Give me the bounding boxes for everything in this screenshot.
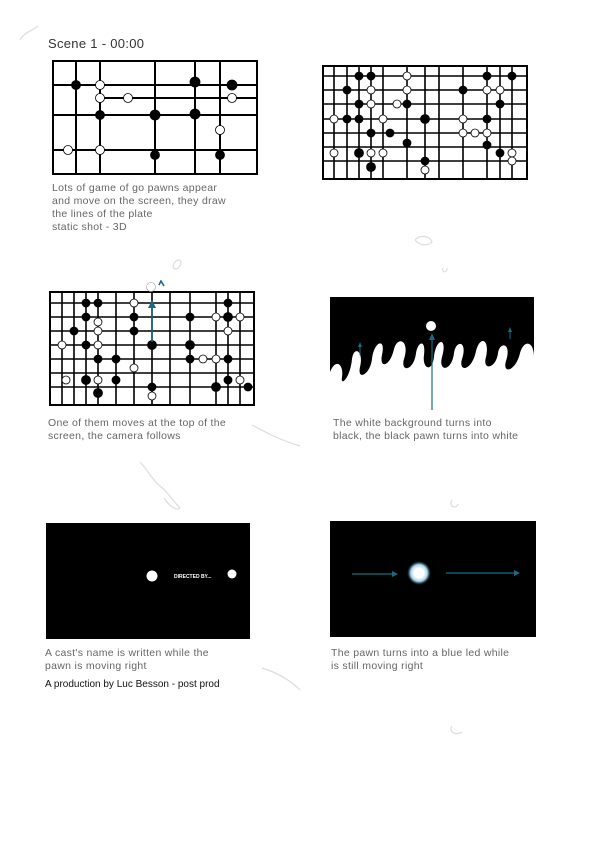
- storyboard-panel-2: [322, 65, 528, 180]
- storyboard-panel-4: [330, 297, 534, 412]
- go-board-sparse: [52, 60, 258, 175]
- caption-panel-6: The pawn turns into a blue led while is …: [331, 647, 510, 672]
- blue-led: [407, 561, 431, 585]
- go-board-pawn-rising: [49, 280, 255, 406]
- cast-name-frame: DIRECTED BY...: [46, 523, 250, 639]
- go-board-dense: [322, 65, 528, 180]
- storyboard-panel-3: [48, 280, 258, 410]
- blue-led-frame: [330, 521, 536, 637]
- caption-panel-3: One of them moves at the top of the scre…: [48, 417, 227, 442]
- production-credit: A production by Luc Besson - post prod: [45, 679, 220, 690]
- caption-panel-4: The white background turns into black, t…: [333, 417, 519, 442]
- flame-transition-frame: [330, 297, 534, 412]
- storyboard-panel-1: [52, 60, 258, 175]
- directed-by-text: DIRECTED BY...: [174, 574, 212, 580]
- storyboard-panel-5: DIRECTED BY...: [46, 523, 250, 639]
- caption-panel-5: A cast's name is written while the pawn …: [45, 647, 209, 672]
- caption-panel-1: Lots of game of go pawns appear and move…: [52, 182, 226, 233]
- scene-title: Scene 1 - 00:00: [48, 36, 145, 51]
- storyboard-panel-6: [330, 521, 536, 637]
